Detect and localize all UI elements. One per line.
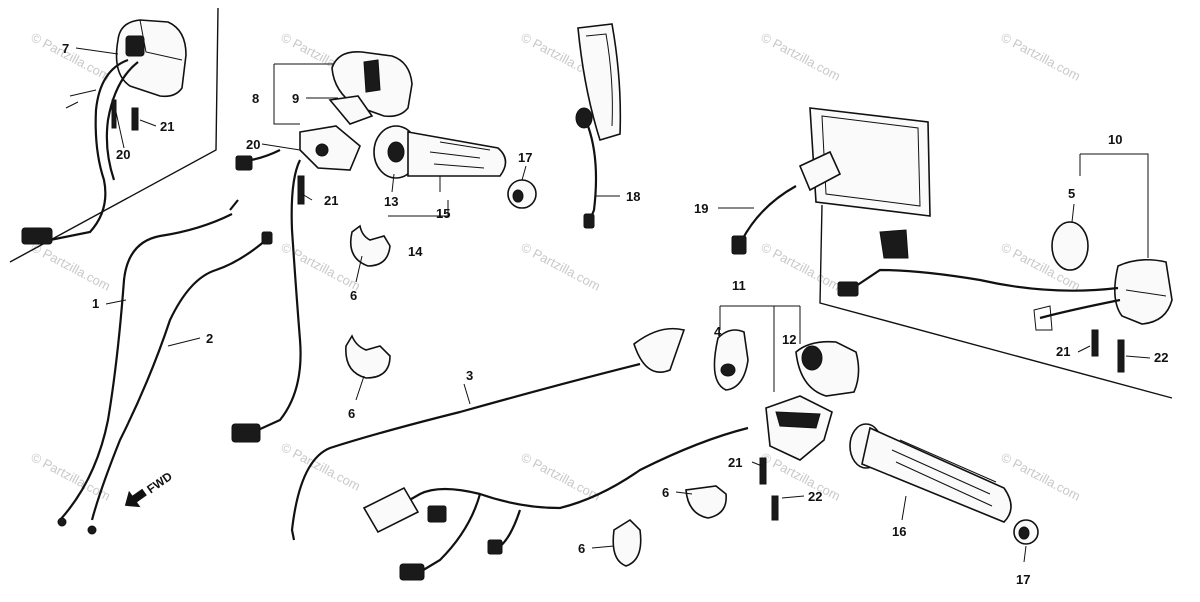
label-6c: 6 bbox=[662, 485, 669, 500]
label-1: 1 bbox=[92, 296, 99, 311]
right-switch-housing-part bbox=[837, 221, 1173, 373]
watermark-text: © Partzilla.com bbox=[29, 239, 113, 293]
watermark-text: © Partzilla.com bbox=[29, 29, 113, 83]
watermark-text: © Partzilla.com bbox=[759, 29, 843, 83]
label-8: 8 bbox=[252, 91, 259, 106]
watermark-text: © Partzilla.com bbox=[519, 239, 603, 293]
label-12: 12 bbox=[782, 332, 796, 347]
label-17b: 17 bbox=[1016, 572, 1030, 587]
label-14: 14 bbox=[408, 244, 423, 259]
part-labels: 7 20 21 8 9 20 21 6 6 13 15 14 17 18 19 … bbox=[62, 41, 1168, 587]
label-22b: 22 bbox=[1154, 350, 1168, 365]
label-17a: 17 bbox=[518, 150, 532, 165]
watermark-text: © Partzilla.com bbox=[759, 239, 843, 293]
lower-grip-part bbox=[849, 423, 1039, 545]
label-2: 2 bbox=[206, 331, 213, 346]
label-5: 5 bbox=[1068, 186, 1075, 201]
left-switch-housing-part bbox=[21, 19, 187, 245]
label-9: 9 bbox=[292, 91, 299, 106]
label-6a: 6 bbox=[350, 288, 357, 303]
watermark-text: © Partzilla.com bbox=[999, 29, 1083, 83]
label-10: 10 bbox=[1108, 132, 1122, 147]
label-20b: 20 bbox=[246, 137, 260, 152]
cable-clamp-part bbox=[345, 224, 727, 567]
upper-grip-part bbox=[373, 125, 537, 209]
label-21: 21 bbox=[160, 119, 174, 134]
label-16: 16 bbox=[892, 524, 906, 539]
label-21c: 21 bbox=[728, 455, 742, 470]
clutch-cable-part bbox=[57, 199, 239, 527]
label-6d: 6 bbox=[578, 541, 585, 556]
label-21b: 21 bbox=[324, 193, 338, 208]
right-throttle-switch-part bbox=[713, 329, 860, 521]
watermark-text: © Partzilla.com bbox=[279, 439, 363, 493]
label-13: 13 bbox=[384, 194, 398, 209]
left-mirror-part bbox=[575, 23, 622, 229]
throttle-cable-part bbox=[87, 231, 273, 535]
watermark-text: © Partzilla.com bbox=[519, 449, 603, 503]
label-22a: 22 bbox=[808, 489, 822, 504]
label-19: 19 bbox=[694, 201, 708, 216]
label-20: 20 bbox=[116, 147, 130, 162]
label-18: 18 bbox=[626, 189, 640, 204]
forward-direction-marker: FWD bbox=[124, 469, 175, 508]
right-mirror-part bbox=[731, 107, 931, 255]
label-21d: 21 bbox=[1056, 344, 1070, 359]
throttle-housing-part bbox=[231, 51, 413, 443]
label-15: 15 bbox=[436, 206, 450, 221]
label-4: 4 bbox=[714, 324, 722, 339]
watermark-text: © Partzilla.com bbox=[999, 449, 1083, 503]
label-3: 3 bbox=[466, 368, 473, 383]
label-7: 7 bbox=[62, 41, 69, 56]
wire-harness-part bbox=[290, 327, 749, 581]
fwd-text: FWD bbox=[144, 469, 175, 496]
leader-lines bbox=[75, 47, 1151, 563]
label-6b: 6 bbox=[348, 406, 355, 421]
label-11: 11 bbox=[732, 278, 746, 293]
watermark-layer: © Partzilla.com © Partzilla.com © Partzill… bbox=[29, 29, 1083, 503]
inset-borders bbox=[9, 7, 1173, 399]
